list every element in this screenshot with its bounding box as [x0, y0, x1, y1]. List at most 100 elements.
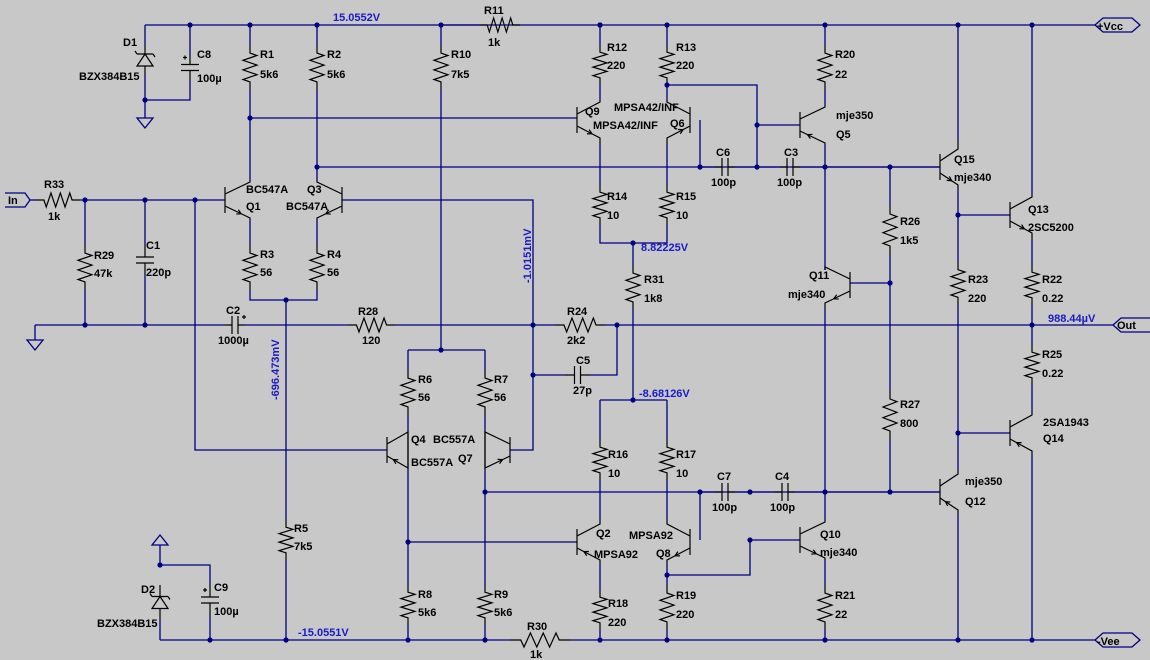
c6-name: C6: [716, 147, 730, 159]
c4: [775, 483, 795, 501]
c5-symbol: [565, 366, 590, 384]
ground-triangle: [135, 117, 155, 130]
r26-symbol: [881, 205, 899, 255]
q12-arrow: [944, 501, 951, 507]
q14-name: Q14: [1043, 433, 1065, 445]
d1-name: D1: [123, 37, 137, 49]
junction-dot: [630, 240, 636, 246]
r18: [590, 590, 610, 630]
d2-symbol: [149, 585, 171, 620]
q14: [1009, 410, 1033, 455]
q3-name: Q3: [307, 184, 322, 196]
q3-emitter: [316, 205, 343, 220]
d2-name: D2: [141, 584, 155, 596]
r7-symbol: [476, 370, 494, 415]
r11-value: 1k: [488, 37, 501, 49]
ground-symbol: [135, 117, 155, 130]
q11-emitter: [824, 290, 851, 310]
r14r15-join: [599, 225, 668, 244]
r24-value: 2k2: [567, 335, 585, 347]
c3: [780, 158, 800, 176]
r22-symbol: [1022, 265, 1042, 305]
r3-symbol: [241, 245, 259, 290]
r15: [657, 185, 677, 225]
q12-collector: [939, 470, 959, 487]
c4-name: C4: [775, 471, 790, 483]
c1-name: C1: [146, 240, 160, 252]
r31: [624, 265, 642, 310]
d2-top: [159, 545, 211, 585]
junction-dot: [438, 22, 444, 28]
c8-name: C8: [197, 49, 211, 61]
port-out-shape: [1112, 317, 1150, 333]
q9-emitter: [576, 125, 601, 145]
net-label-vee: -15.0551V: [298, 627, 349, 639]
junction-dot: [157, 562, 163, 568]
r8: [398, 585, 418, 625]
q9-name: Q9: [585, 106, 600, 118]
r26-value: 1k5: [900, 235, 918, 247]
r14-value: 10: [607, 210, 619, 222]
junction-dot: [1029, 637, 1035, 643]
q1-collector: [224, 180, 251, 195]
junction-dot: [664, 82, 670, 88]
q13-arrow: [1019, 224, 1025, 230]
q14-collector: [1009, 410, 1033, 428]
r19: [658, 585, 676, 630]
r3-name: R3: [260, 249, 274, 261]
q11-collector: [824, 266, 851, 280]
port-vcc-label: +Vcc: [1097, 21, 1123, 33]
r20-name: R20: [835, 49, 855, 61]
r15-symbol: [657, 185, 677, 225]
c1-value: 220p: [146, 267, 171, 279]
junction-dot: [822, 22, 828, 28]
junction-dot: [207, 637, 213, 643]
q13-model: 2SC5200: [1028, 222, 1074, 234]
c8-polarity: [183, 55, 187, 60]
c6-value: 100p: [711, 177, 736, 189]
junctions: [82, 22, 1035, 643]
q10-collector: [799, 520, 826, 535]
c7-name: C7: [717, 471, 731, 483]
q2-model: MPSA92: [594, 549, 638, 561]
net-label-n1: 8.82225V: [641, 242, 689, 254]
junction-dot: [530, 322, 536, 328]
q14-model: 2SA1943: [1043, 417, 1089, 429]
r33-value: 1k: [48, 211, 61, 223]
q7-arrow: [497, 458, 503, 465]
q4-base-wire: [194, 200, 387, 451]
r27-name: R27: [900, 399, 920, 411]
c5-value: 27p: [573, 385, 592, 397]
r31-name: R31: [644, 274, 664, 286]
junction-dot: [664, 637, 670, 643]
r16-symbol: [590, 440, 610, 480]
wires: [5, 17, 1141, 648]
junction-dot: [1029, 22, 1035, 28]
q15-model: mje340: [954, 172, 991, 184]
q5: [799, 105, 826, 145]
r13-value: 220: [676, 60, 694, 72]
net-label-n2: -8.68126V: [639, 388, 690, 400]
junction-dot: [887, 280, 893, 286]
junction-dot: [142, 322, 148, 328]
c2-name: C2: [226, 305, 240, 317]
junction-dot: [247, 22, 253, 28]
r12-name: R12: [607, 42, 627, 54]
r21-value: 22: [835, 609, 847, 621]
d2-value: BZX384B15: [97, 618, 158, 630]
junction-dot: [955, 212, 961, 218]
r12: [590, 45, 610, 85]
r31-value: 1k8: [644, 293, 662, 305]
r2: [308, 45, 326, 90]
q2-name: Q2: [596, 528, 611, 540]
c3-symbol: [780, 158, 800, 176]
r4: [308, 245, 326, 290]
junction-dot: [314, 22, 320, 28]
r20-value: 22: [835, 69, 847, 81]
q11-arrow: [833, 294, 839, 300]
c7-symbol: [715, 483, 735, 501]
c5: [565, 366, 590, 384]
q7-name: Q7: [458, 453, 473, 465]
ground-triangle: [25, 339, 45, 352]
